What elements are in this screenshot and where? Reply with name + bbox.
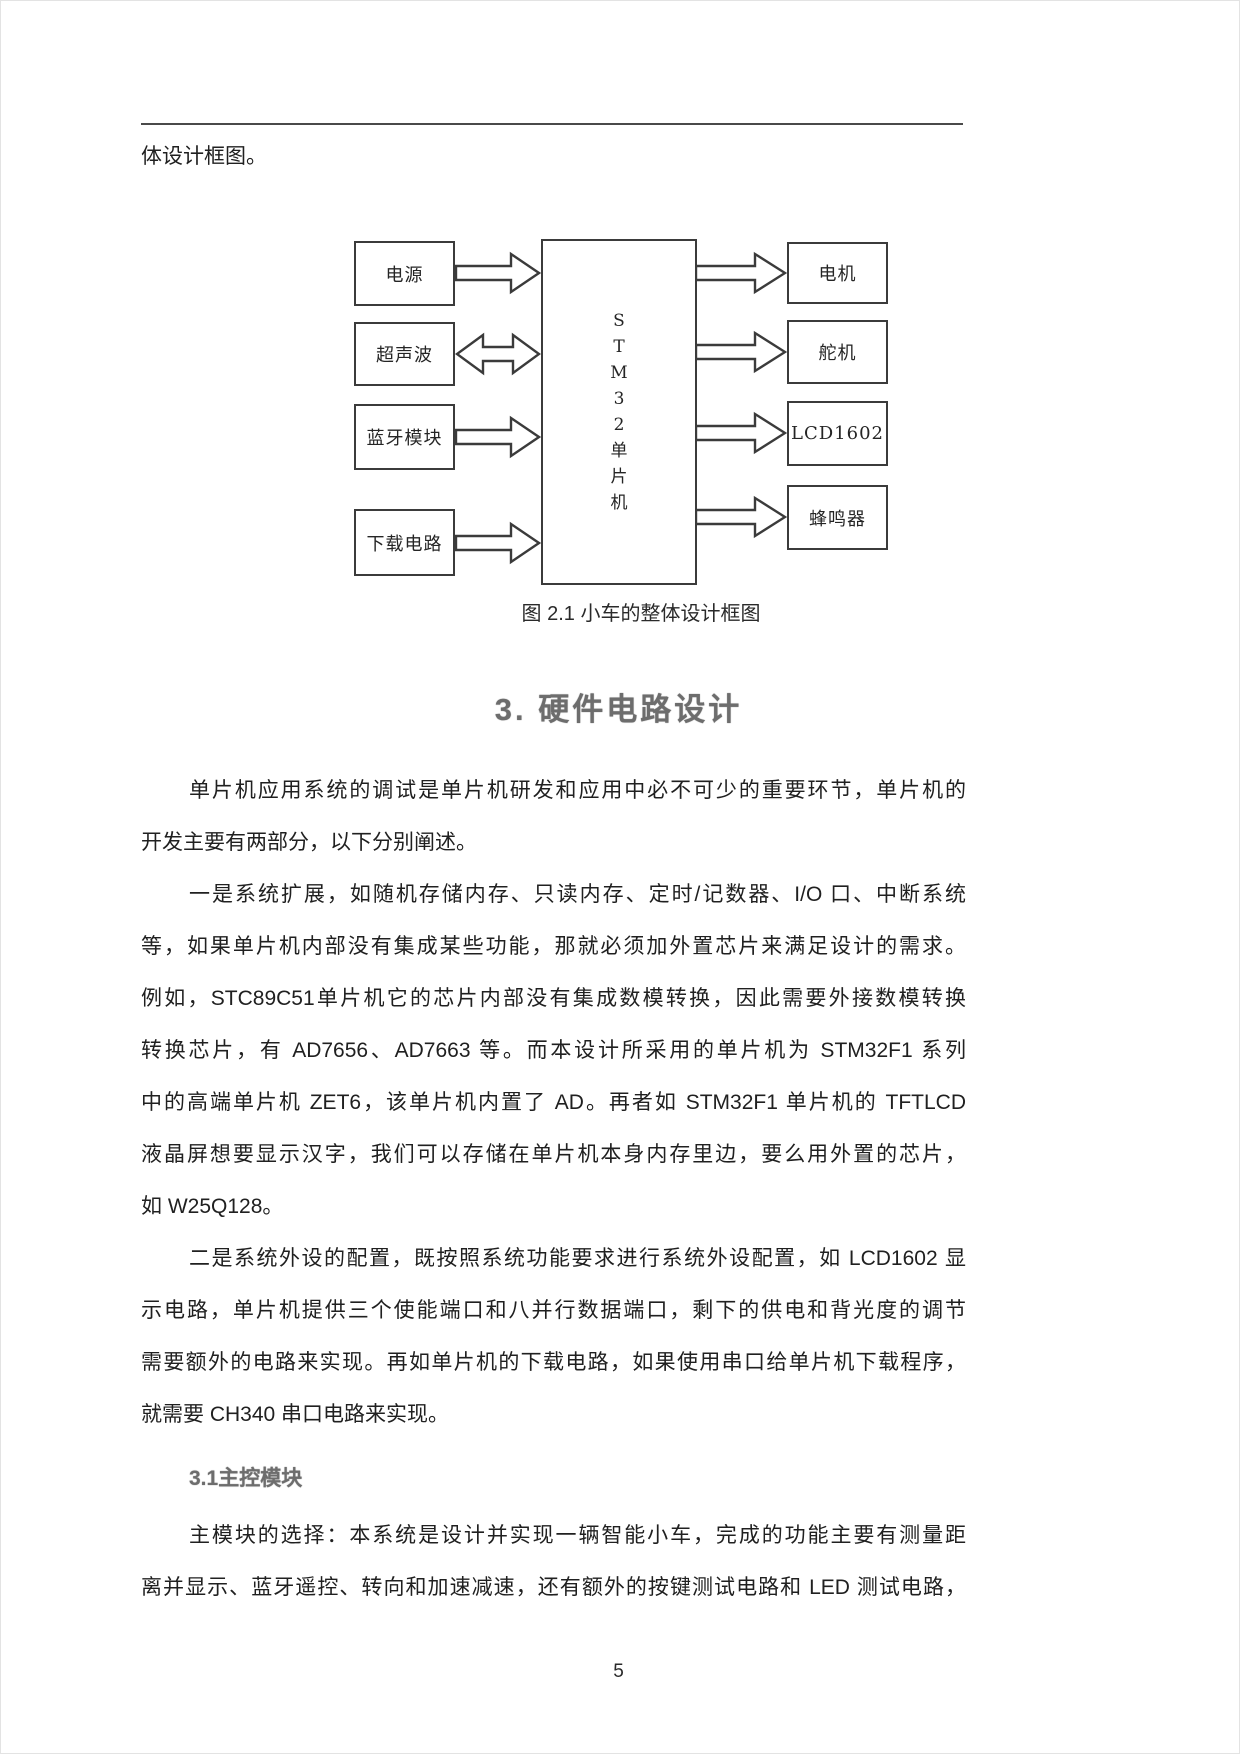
diagram-box-power: 电源 [354,241,455,306]
diagram-box-lcd1602: LCD1602 [787,401,888,466]
arrow-right-icon [695,411,787,455]
diagram-box-label: S T M 3 2 单 片 机 [610,311,628,513]
body-line: 等，如果单片机内部没有集成某些功能，那就必须加外置芯片来满足设计的需求。 [141,935,966,958]
arrow-right-icon [695,495,787,539]
body-line: 转换芯片，有 AD7656、AD7663 等。而本设计所采用的单片机为 STM3… [141,1039,966,1062]
diagram-box-download-circuit: 下载电路 [354,509,455,576]
arrow-right-icon [455,251,541,295]
body-line: 主模块的选择：本系统是设计并实现一辆智能小车，完成的功能主要有测量距 [189,1524,966,1547]
diagram-box-label: 舵机 [818,343,857,364]
diagram-box-label: 电源 [385,264,424,286]
body-line: 如 W25Q128。 [141,1195,284,1218]
diagram-box-bluetooth-module: 蓝牙模块 [354,404,455,470]
figure-caption: 图 2.1 小车的整体设计框图 [521,603,761,625]
body-line: 示电路，单片机提供三个使能端口和八并行数据端口，剩下的供电和背光度的调节 [141,1299,966,1322]
body-line: 液晶屏想要显示汉字，我们可以存储在单片机本身内存里边，要么用外置的芯片， [141,1143,966,1166]
header-rule [141,123,963,125]
intro-text: 体设计框图。 [141,145,267,168]
body-line: 开发主要有两部分，以下分别阐述。 [141,831,477,854]
diagram-box-label: 电机 [818,264,857,285]
body-line: 二是系统外设的配置，既按照系统功能要求进行系统外设配置，如 LCD1602 显 [189,1247,966,1270]
body-line: 例如，STC89C51单片机它的芯片内部没有集成数模转换，因此需要外接数模转换 [141,987,966,1010]
section-heading: 3. 硬件电路设计 [494,692,743,727]
diagram-box-label: LCD1602 [791,423,884,444]
arrow-bidirectional-icon [455,332,541,376]
body-line: 就需要 CH340 串口电路来实现。 [141,1403,450,1426]
diagram-box-buzzer: 蜂鸣器 [787,485,888,550]
diagram-box-label: 下载电路 [366,533,443,555]
arrow-right-icon [455,415,541,459]
diagram-box-ultrasonic: 超声波 [354,322,455,386]
diagram-box-motor: 电机 [787,242,888,304]
diagram-box-label: 蜂鸣器 [809,508,866,530]
body-line: 单片机应用系统的调试是单片机研发和应用中必不可少的重要环节，单片机的 [189,779,966,802]
diagram-box-stm32-mcu: S T M 3 2 单 片 机 [541,239,697,585]
page-number: 5 [613,1661,624,1682]
diagram-box-servo: 舵机 [787,320,888,384]
diagram-box-label: 超声波 [376,345,433,366]
arrow-right-icon [455,521,541,565]
body-line: 离并显示、蓝牙遥控、转向和加速减速，还有额外的按键测试电路和 LED 测试电路， [141,1576,966,1599]
arrow-right-icon [695,330,787,374]
diagram-box-label: 蓝牙模块 [366,428,443,449]
arrow-right-icon [695,251,787,295]
body-line: 需要额外的电路来实现。再如单片机的下载电路，如果使用串口给单片机下载程序， [141,1351,966,1374]
body-line: 一是系统扩展，如随机存储内存、只读内存、定时/记数器、I/O 口、中断系统 [189,883,966,906]
subsection-heading: 3.1主控模块 [189,1467,303,1490]
body-line: 中的高端单片机 ZET6，该单片机内置了 AD。再者如 STM32F1 单片机的… [141,1091,966,1114]
